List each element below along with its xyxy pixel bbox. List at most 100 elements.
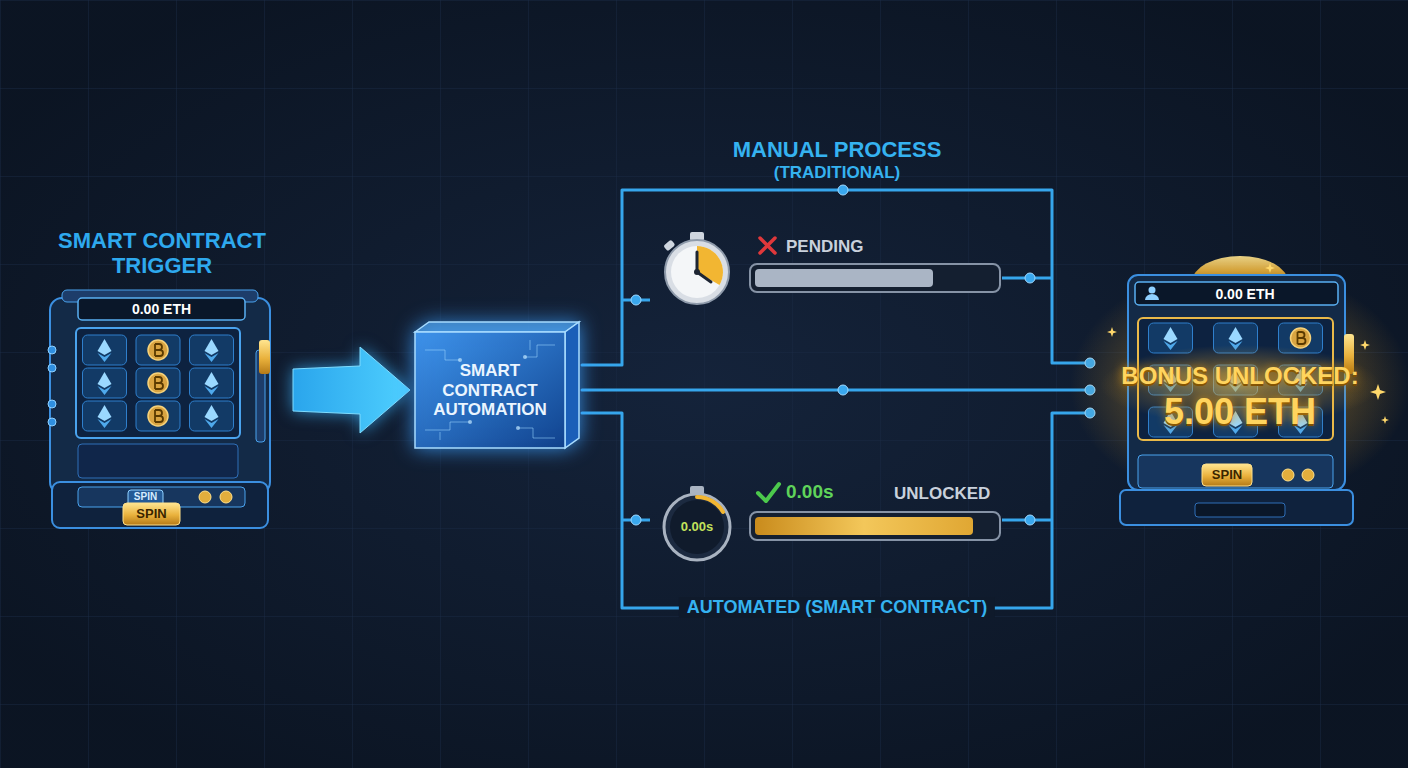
path-heading: AUTOMATED (SMART CONTRACT) [679,597,995,618]
balance-display: 0.00 ETH [1165,286,1325,302]
circuit-pad [523,355,527,359]
side-light [48,364,56,372]
coin [1302,469,1314,481]
stopwatch-face [671,246,723,298]
status-text: UNLOCKED [894,484,990,504]
success-check [758,484,779,501]
reel-tile [83,401,127,431]
eth-symbol [205,372,219,388]
machine-panel [78,444,238,478]
user-icon [1145,294,1159,300]
bonus-message: BONUS UNLOCKED: 5.00 ETH [1100,352,1380,431]
eth-symbol [205,339,219,355]
eth-symbol [98,372,112,388]
pending-stopwatch [663,232,729,304]
machine-base [1120,490,1353,525]
progress-fill [755,269,933,287]
flow-arrow [293,347,410,433]
eth-symbol [98,386,112,395]
btc-mark [155,410,163,422]
sparkle [1370,384,1386,400]
btc-mark [155,344,163,356]
timer-readout: 0.00s [786,481,834,503]
eth-symbol [205,405,219,421]
flow-line [582,413,1092,608]
reel-tile [190,368,234,398]
cube-side [565,322,579,448]
reel-tile [83,335,127,365]
junction-dot [838,385,848,395]
path-heading: MANUAL PROCESS (TRADITIONAL) [717,137,957,184]
eth-symbol [205,419,219,428]
progress-bar [750,512,1000,540]
node-graphic [415,322,579,448]
side-light [48,418,56,426]
balance-display: 0.00 ETH [78,301,245,317]
coin [199,491,211,503]
reel-tile [136,335,180,365]
progress-bar [750,264,1000,292]
button-label: SPIN [128,491,163,503]
flow-line [582,190,1092,365]
circuit-trace [425,350,460,360]
timer-readout: 0.00s [672,520,722,535]
user-icon [1149,287,1156,294]
side-light [48,400,56,408]
circuit-trace [440,432,441,440]
stopwatch-face [670,500,724,554]
stopwatch-ring [665,240,729,304]
slot-machine: 0.00 ETH BONUS UNLOCKED: 5.00 ETH SPIN [1092,262,1384,532]
coin [1282,469,1294,481]
spin-button [1202,464,1252,486]
machine-console [1138,455,1333,488]
eth-symbol [98,353,112,362]
circuit-trace [425,422,470,430]
reel-tile [136,401,180,431]
circuit-pad [516,426,520,430]
sparkle [1381,416,1389,424]
junction-dot [1025,273,1035,283]
instant-stopwatch [664,486,730,560]
stopwatch-pivot [694,269,700,275]
lever-knob [259,340,270,374]
balance-screen [78,298,245,320]
junction-dot [1025,515,1035,525]
node-graphic [48,290,270,528]
side-light [48,346,56,354]
junction-dot [631,515,641,525]
coin-slot [1195,503,1285,517]
node-graphic [1070,256,1408,525]
spin-button [123,503,180,525]
coin [220,491,232,503]
cross-stroke [760,238,775,253]
status-text: PENDING [786,237,863,257]
machine-body [50,298,270,494]
sparkle [1265,263,1275,273]
eth-symbol [98,339,112,355]
elapsed-wedge [697,246,723,285]
btc-coin [148,406,168,426]
bonus-glow [1070,265,1408,505]
balance-screen [1135,282,1338,305]
btc-mark [155,377,163,389]
slot-machine: SMART CONTRACT TRIGGER0.00 ETHSPINSPIN [40,222,290,532]
eth-symbol [98,405,112,421]
reel-tile [83,368,127,398]
progress-fill [755,517,973,535]
eth-symbol [205,353,219,362]
reel-tile [190,335,234,365]
flow-line [582,389,1092,392]
reel-window [76,328,240,438]
reel-tile [190,401,234,431]
cube-front [415,332,565,448]
stopwatch-ring [664,494,730,560]
button-label: SPIN [1202,468,1252,483]
circuit-trace [530,340,531,350]
circuit-pad [468,420,472,424]
cross-stroke [760,238,775,253]
